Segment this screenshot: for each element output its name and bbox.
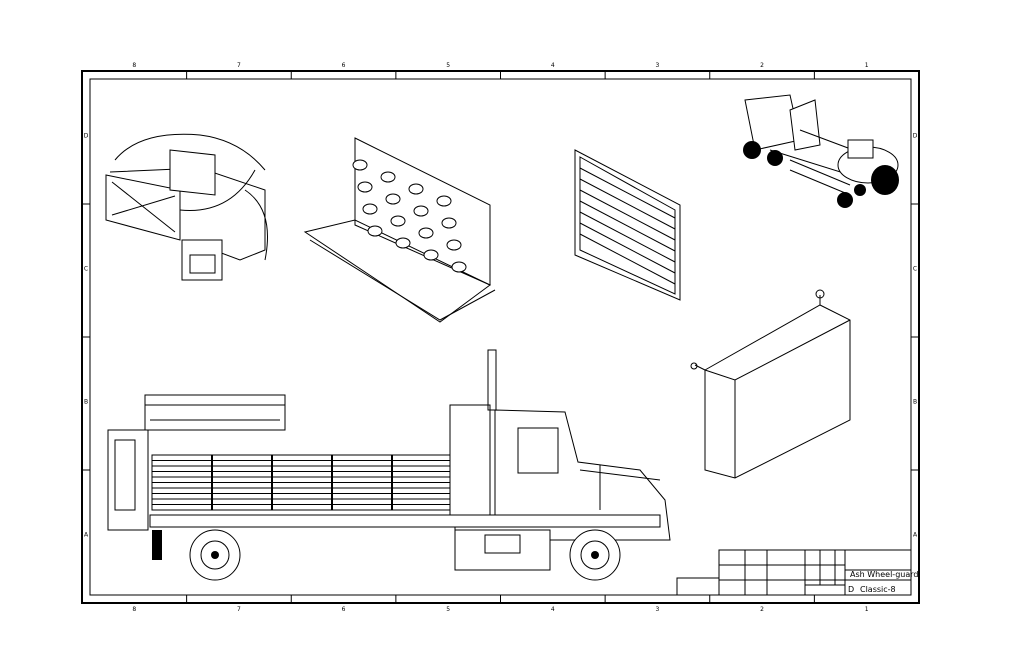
cone (441, 217, 457, 229)
column-label: 4 (551, 62, 555, 69)
column-label: 5 (446, 606, 450, 613)
cone (390, 215, 406, 227)
grille-panel-view (574, 149, 681, 301)
cone (423, 249, 439, 261)
truck-assembly-view (743, 94, 899, 208)
column-label: 7 (237, 606, 241, 613)
column-label: 1 (865, 62, 869, 69)
column-label: 2 (760, 606, 764, 613)
cone (418, 227, 434, 239)
row-label: B (84, 399, 88, 406)
row-label: C (84, 266, 88, 273)
rear-wheel (189, 529, 241, 581)
storage-box-view (690, 289, 851, 479)
cone (367, 225, 383, 237)
hopper-assembly-view (105, 133, 268, 281)
truck-side-view (107, 349, 671, 581)
column-label: 8 (132, 606, 136, 613)
cone (413, 205, 429, 217)
size-text: D (848, 585, 854, 594)
row-label: A (913, 532, 918, 539)
cone (352, 159, 368, 171)
column-label: 8 (132, 62, 136, 69)
cone (362, 203, 378, 215)
cone (385, 193, 401, 205)
drawing-number-text: Classic-8 (860, 585, 896, 594)
column-label: 4 (551, 606, 555, 613)
cone (395, 237, 411, 249)
column-label: 5 (446, 62, 450, 69)
row-label: D (84, 133, 89, 140)
column-label: 1 (865, 606, 869, 613)
row-label: C (913, 266, 917, 273)
column-label: 3 (656, 62, 660, 69)
cone-rack-view (303, 137, 496, 323)
title-text: Ash Wheel-guard (850, 570, 918, 579)
front-wheel (569, 529, 621, 581)
row-label: D (913, 133, 918, 140)
cone (451, 261, 467, 273)
column-label: 7 (237, 62, 241, 69)
column-label: 6 (342, 62, 346, 69)
row-label: A (84, 532, 89, 539)
cone (408, 183, 424, 195)
column-label: 3 (656, 606, 660, 613)
column-label: 6 (342, 606, 346, 613)
cone (357, 181, 373, 193)
title-block: Ash Wheel-guard D Classic-8 (676, 549, 918, 596)
cone (436, 195, 452, 207)
cone (446, 239, 462, 251)
column-label: 2 (760, 62, 764, 69)
row-label: B (913, 399, 917, 406)
cone (380, 171, 396, 183)
